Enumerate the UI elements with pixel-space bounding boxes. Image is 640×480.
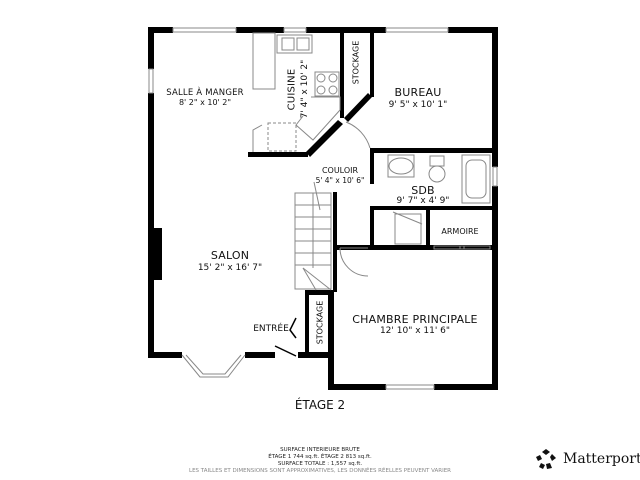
room-entree-name: ENTRÉE xyxy=(253,324,289,334)
room-sdb-dims: 9' 7" x 4' 9" xyxy=(396,196,450,206)
bathroom-fixtures xyxy=(387,154,491,245)
footer-line-2: ÉTAGE 1 744 sq.ft. ÉTAGE 2 813 sq.ft. xyxy=(268,454,372,460)
room-bureau-dims: 9' 5" x 10' 1" xyxy=(388,100,448,110)
room-stockage-bottom-name: STOCKAGE xyxy=(315,300,325,345)
interior-walls xyxy=(248,33,498,352)
windows xyxy=(148,27,498,390)
outer-walls xyxy=(148,27,498,390)
entrance-door xyxy=(274,317,297,357)
room-sdb-name: SDB xyxy=(411,184,435,197)
room-salon-name: SALON xyxy=(210,249,250,262)
room-salon-dims: 15' 2" x 16' 7" xyxy=(197,263,263,273)
room-bureau-name: BUREAU xyxy=(394,86,442,99)
room-cuisine-dims: 7' 4" x 10' 2" xyxy=(300,59,310,119)
kitchen-fixtures xyxy=(252,32,341,152)
area-summary: SURFACE INTERIEURE BRUTE ÉTAGE 1 744 sq.… xyxy=(160,447,480,475)
bay-window xyxy=(181,354,246,378)
room-armoire-name: ARMOIRE xyxy=(441,227,479,236)
room-salle-a-manger-name: SALLE À MANGER xyxy=(166,88,244,98)
room-stockage-top-name: STOCKAGE xyxy=(351,40,361,85)
room-couloir-name: COULOIR xyxy=(321,166,359,175)
room-chambre-principale-name: CHAMBRE PRINCIPALE xyxy=(352,313,478,326)
footer-note: LES TAILLES ET DIMENSIONS SONT APPROXIMA… xyxy=(189,468,451,474)
brand-logo: Matterport xyxy=(535,448,640,470)
brand-name: Matterport xyxy=(563,451,640,467)
floor-title: ÉTAGE 2 xyxy=(294,398,346,412)
room-salle-a-manger-dims: 8' 2" x 10' 2" xyxy=(178,98,232,107)
matterport-logo-icon xyxy=(536,449,556,469)
room-cuisine-name: CUISINE xyxy=(286,68,298,111)
room-couloir-dims: 5' 4" x 10' 6" xyxy=(315,176,365,185)
room-chambre-principale-dims: 12' 10" x 11' 6" xyxy=(379,326,451,336)
footer-line-3: SURFACE TOTALE : 1,557 sq.ft. xyxy=(277,461,363,467)
footer-line-1: SURFACE INTERIEURE BRUTE xyxy=(280,447,360,453)
stairs xyxy=(294,192,332,291)
closet-doors xyxy=(433,245,491,250)
